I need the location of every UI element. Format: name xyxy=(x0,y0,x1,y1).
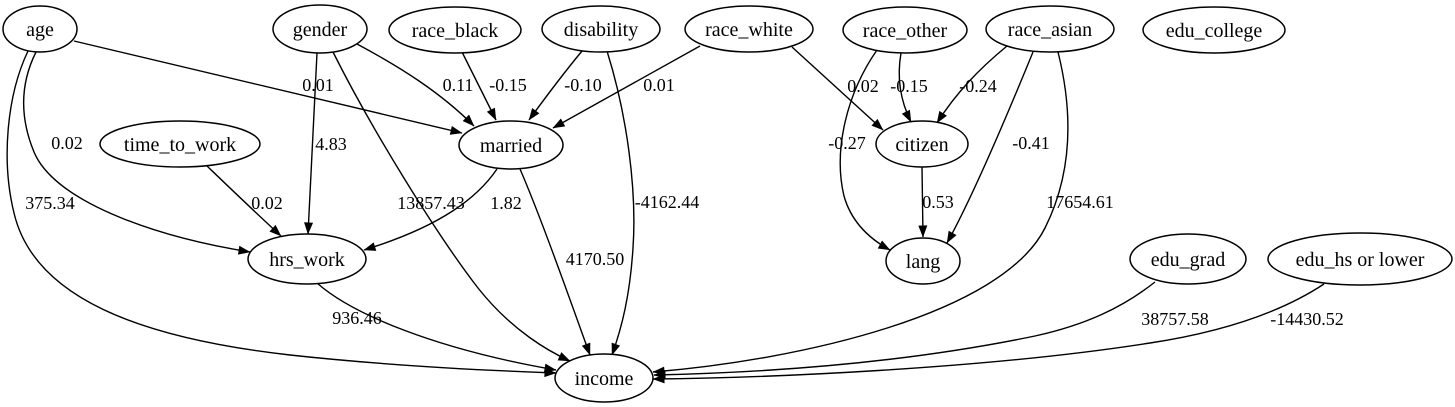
node-label-gender: gender xyxy=(293,19,348,41)
node-married: married xyxy=(458,120,564,170)
edge-weight-married-to-income: 4170.50 xyxy=(566,249,625,269)
edge-weight-race_asian-to-income: 17654.61 xyxy=(1046,192,1114,212)
node-label-race_black: race_black xyxy=(412,20,499,42)
edge-weight-married-to-hrs_work: 1.82 xyxy=(490,193,522,213)
edge-weight-race_other-to-citizen: -0.15 xyxy=(890,76,928,96)
edge-race_asian-to-lang xyxy=(946,51,1034,244)
edge-gender-to-income xyxy=(332,51,571,362)
node-ellipse-time_to_work xyxy=(99,120,261,168)
node-ellipse-hrs_work xyxy=(247,233,367,285)
node-label-hrs_work: hrs_work xyxy=(269,249,345,271)
edge-weight-edu_hs-to-income: -14430.52 xyxy=(1270,309,1344,329)
node-hrs_work: hrs_work xyxy=(247,233,367,285)
node-label-edu_college: edu_college xyxy=(1166,20,1263,42)
node-ellipse-edu_hs xyxy=(1267,232,1453,286)
node-disability: disability xyxy=(541,5,661,53)
edge-edu_hs-to-income xyxy=(652,283,1325,384)
node-label-race_asian: race_asian xyxy=(1008,19,1092,41)
node-ellipse-citizen xyxy=(875,120,969,168)
edge-race_white-to-married xyxy=(552,45,701,129)
node-citizen: citizen xyxy=(875,120,969,168)
edge-weight-gender-to-income: 13857.43 xyxy=(397,193,465,213)
edge-disability-to-income xyxy=(606,50,635,356)
edge-race_black-to-married xyxy=(461,51,497,121)
edge-weight-disability-to-income: -4162.44 xyxy=(635,192,700,212)
edge-gender-to-married xyxy=(356,43,475,127)
edge-weight-age-to-income: 375.34 xyxy=(25,193,75,213)
edge-married-to-hrs_work xyxy=(363,168,498,251)
node-label-edu_grad: edu_grad xyxy=(1151,249,1225,271)
node-race_asian: race_asian xyxy=(985,5,1115,53)
edge-weight-disability-to-married: -0.10 xyxy=(564,75,602,95)
node-edu_hs: edu_hs or lower xyxy=(1267,232,1453,286)
edge-weight-hrs_work-to-income: 936.46 xyxy=(332,308,382,328)
node-label-race_white: race_white xyxy=(705,19,793,41)
node-age: age xyxy=(2,5,78,53)
edge-citizen-to-lang xyxy=(918,166,928,238)
edge-weight-age-to-hrs_work: 0.02 xyxy=(51,133,83,153)
node-ellipse-race_white xyxy=(684,5,814,53)
node-time_to_work: time_to_work xyxy=(99,120,261,168)
edge-race_white-to-citizen xyxy=(791,46,884,131)
edge-weight-gender-to-hrs_work: 4.83 xyxy=(315,134,347,154)
node-gender: gender xyxy=(272,4,368,54)
node-ellipse-lang xyxy=(885,237,961,285)
edge-race_asian-to-income xyxy=(652,51,1069,376)
edge-time_to_work-to-hrs_work xyxy=(206,165,282,237)
node-ellipse-disability xyxy=(541,5,661,53)
node-race_black: race_black xyxy=(388,6,522,54)
node-ellipse-age xyxy=(2,5,78,53)
node-label-time_to_work: time_to_work xyxy=(124,134,236,156)
node-label-citizen: citizen xyxy=(895,134,948,156)
node-label-disability: disability xyxy=(564,19,638,41)
edge-age-to-married xyxy=(73,40,463,135)
node-ellipse-married xyxy=(458,120,564,170)
edge-weight-race_asian-to-citizen: -0.24 xyxy=(959,76,997,96)
node-ellipse-edu_grad xyxy=(1129,233,1247,285)
edge-married-to-income xyxy=(519,168,591,356)
node-edu_grad: edu_grad xyxy=(1129,233,1247,285)
edge-weight-race_white-to-married: 0.01 xyxy=(643,75,675,95)
edge-race_asian-to-citizen xyxy=(936,45,1008,124)
node-edu_college: edu_college xyxy=(1142,6,1286,54)
edge-weight-race_white-to-citizen: 0.02 xyxy=(847,76,879,96)
nodes-layer: age gender race_black disability race_white r… xyxy=(2,4,1453,403)
node-label-income: income xyxy=(575,368,634,390)
node-label-edu_hs: edu_hs or lower xyxy=(1296,249,1425,271)
node-label-married: married xyxy=(480,135,542,157)
edge-weight-race_asian-to-lang: -0.41 xyxy=(1012,133,1050,153)
edge-age-to-income xyxy=(6,50,557,378)
edge-age-to-hrs_work xyxy=(23,51,251,255)
edge-disability-to-married xyxy=(528,50,583,121)
node-ellipse-income xyxy=(554,353,654,403)
node-race_other: race_other xyxy=(842,6,968,54)
edge-weight-edu_grad-to-income: 38757.58 xyxy=(1141,309,1209,329)
node-ellipse-edu_college xyxy=(1142,6,1286,54)
node-ellipse-gender xyxy=(272,4,368,54)
edge-race_other-to-citizen xyxy=(898,52,912,123)
node-label-age: age xyxy=(26,19,54,41)
node-lang: lang xyxy=(885,237,961,285)
edge-weight-gender-to-married: 0.11 xyxy=(443,75,474,95)
node-income: income xyxy=(554,353,654,403)
edge-weight-race_other-to-lang: -0.27 xyxy=(828,133,866,153)
edge-weight-time_to_work-to-hrs_work: 0.02 xyxy=(251,193,283,213)
node-race_white: race_white xyxy=(684,5,814,53)
node-ellipse-race_asian xyxy=(985,5,1115,53)
node-ellipse-race_other xyxy=(842,6,968,54)
edge-weight-age-to-married: 0.01 xyxy=(302,75,334,95)
edge-race_other-to-lang xyxy=(839,49,891,251)
edge-edu_grad-to-income xyxy=(653,281,1156,380)
node-label-lang: lang xyxy=(906,251,940,273)
edge-gender-to-hrs_work xyxy=(304,52,318,235)
edges-layer: 0.01 0.02 375.34 0.11 4.83 13857.43 -0.15 -0.10… xyxy=(6,40,1344,384)
node-label-race_other: race_other xyxy=(863,20,948,42)
edge-weight-citizen-to-lang: 0.53 xyxy=(922,192,954,212)
edge-weight-race_black-to-married: -0.15 xyxy=(489,75,527,95)
edge-hrs_work-to-income xyxy=(316,282,557,373)
node-ellipse-race_black xyxy=(388,6,522,54)
